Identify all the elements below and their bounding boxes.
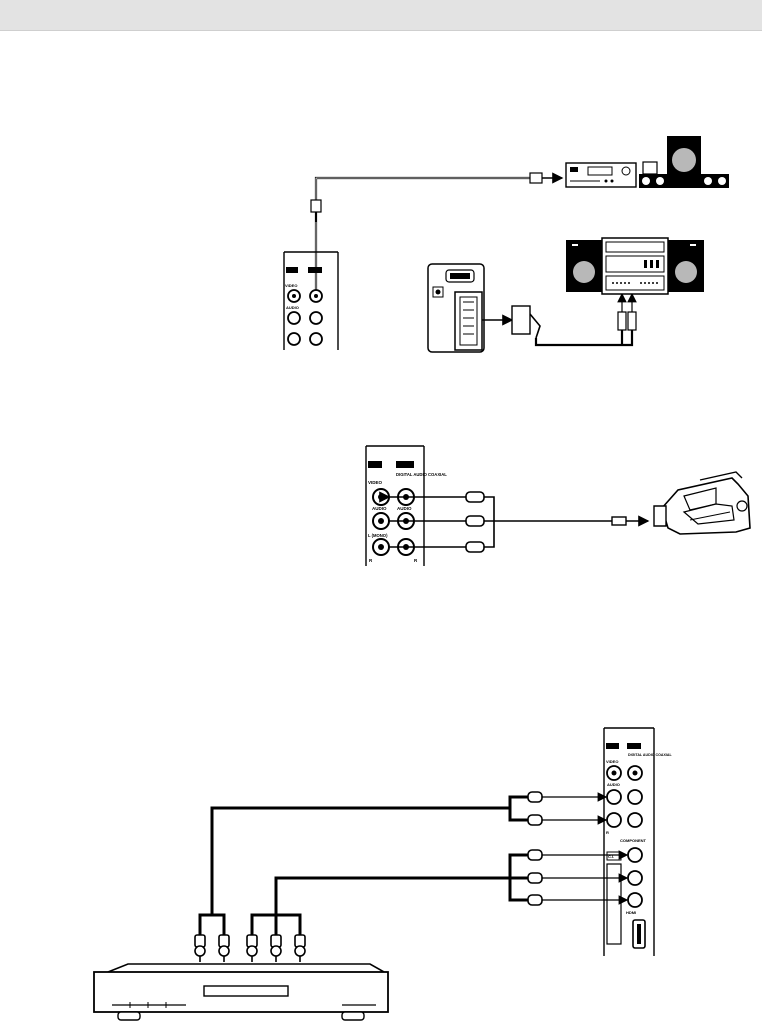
dvd-plugs — [194, 934, 306, 962]
label-ci: C.I. — [608, 854, 614, 859]
tv-side-panel-3: IN OUT DIGITAL AUDIO COAXIAL VIDEO AUDIO… — [603, 727, 672, 956]
speaker-set-icon — [639, 136, 729, 188]
scart-panel — [427, 263, 485, 353]
label-in: IN — [370, 463, 376, 469]
label-l-mono: L (MONO) — [368, 533, 388, 538]
label-audio-out: AUDIO — [397, 506, 412, 511]
label-r: R — [369, 558, 373, 563]
coaxial-plug-top — [310, 199, 322, 222]
label-out: OUT — [309, 268, 320, 274]
tv-side-panel-1: IN OUT VIDEO AUDIO — [283, 251, 339, 350]
label-digital-audio: DIGITAL AUDIO COAXIAL — [628, 753, 672, 757]
label-out: OUT — [628, 744, 639, 750]
label-in: IN — [288, 268, 293, 274]
label-r: R — [606, 830, 609, 835]
av-cable-camcorder — [379, 491, 650, 553]
label-audio: AUDIO — [607, 782, 620, 787]
coaxial-plug-right — [529, 172, 564, 184]
label-in: IN — [607, 744, 612, 750]
component-cable-dvd — [250, 849, 629, 935]
dvd-player-icon — [93, 963, 389, 1021]
tv-side-panel-2: IN OUT DIGITAL AUDIO COAXIAL VIDEO AUDIO… — [365, 445, 447, 566]
label-video: VIDEO — [285, 283, 297, 288]
label-component: COMPONENT — [620, 838, 647, 843]
label-r-out: R — [414, 558, 418, 563]
scart-cable — [482, 292, 637, 347]
label-video: VIDEO — [606, 759, 618, 764]
label-hdmi: HDMI — [626, 910, 636, 915]
av-receiver-icon — [565, 162, 637, 188]
coaxial-cable — [314, 176, 530, 290]
label-video: VIDEO — [368, 480, 383, 485]
audio-cable-dvd — [198, 791, 608, 935]
header-bar — [0, 0, 762, 31]
camcorder-icon — [653, 471, 751, 535]
label-audio: AUDIO — [286, 305, 299, 310]
label-audio: AUDIO — [372, 506, 387, 511]
label-out: OUT — [398, 463, 410, 469]
label-digital-audio: DIGITAL AUDIO COAXIAL — [396, 472, 447, 477]
stereo-system-icon — [566, 237, 704, 295]
